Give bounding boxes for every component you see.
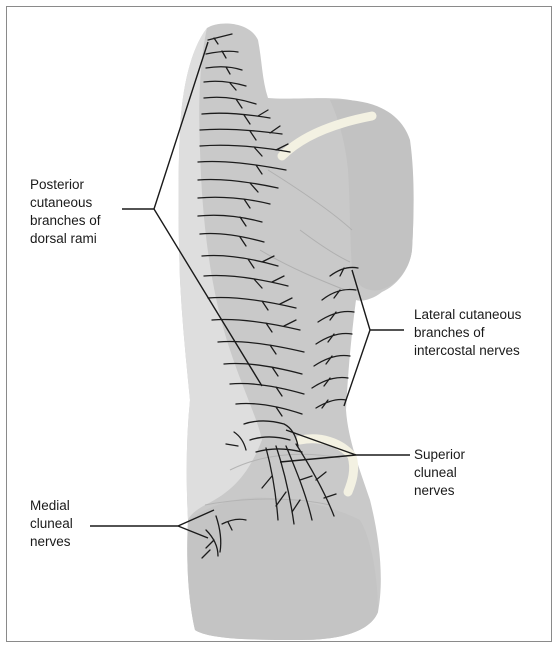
label-superior-cluneal: Superior cluneal nerves xyxy=(414,446,465,500)
buttock-region xyxy=(187,497,378,640)
label-line: dorsal rami xyxy=(30,230,101,248)
label-line: cluneal xyxy=(30,515,73,533)
label-medial-cluneal: Medial cluneal nerves xyxy=(30,497,73,551)
label-line: cluneal xyxy=(414,464,465,482)
label-posterior-cutaneous: Posterior cutaneous branches of dorsal r… xyxy=(30,176,101,248)
label-line: branches of xyxy=(414,324,521,342)
label-line: intercostal nerves xyxy=(414,342,521,360)
torso-silhouette xyxy=(179,24,414,640)
label-line: Superior xyxy=(414,446,465,464)
label-line: cutaneous xyxy=(30,194,101,212)
label-line: nerves xyxy=(414,482,465,500)
label-line: Lateral cutaneous xyxy=(414,306,521,324)
label-lateral-cutaneous: Lateral cutaneous branches of intercosta… xyxy=(414,306,521,360)
label-line: nerves xyxy=(30,533,73,551)
label-line: Medial xyxy=(30,497,73,515)
label-line: branches of xyxy=(30,212,101,230)
label-line: Posterior xyxy=(30,176,101,194)
